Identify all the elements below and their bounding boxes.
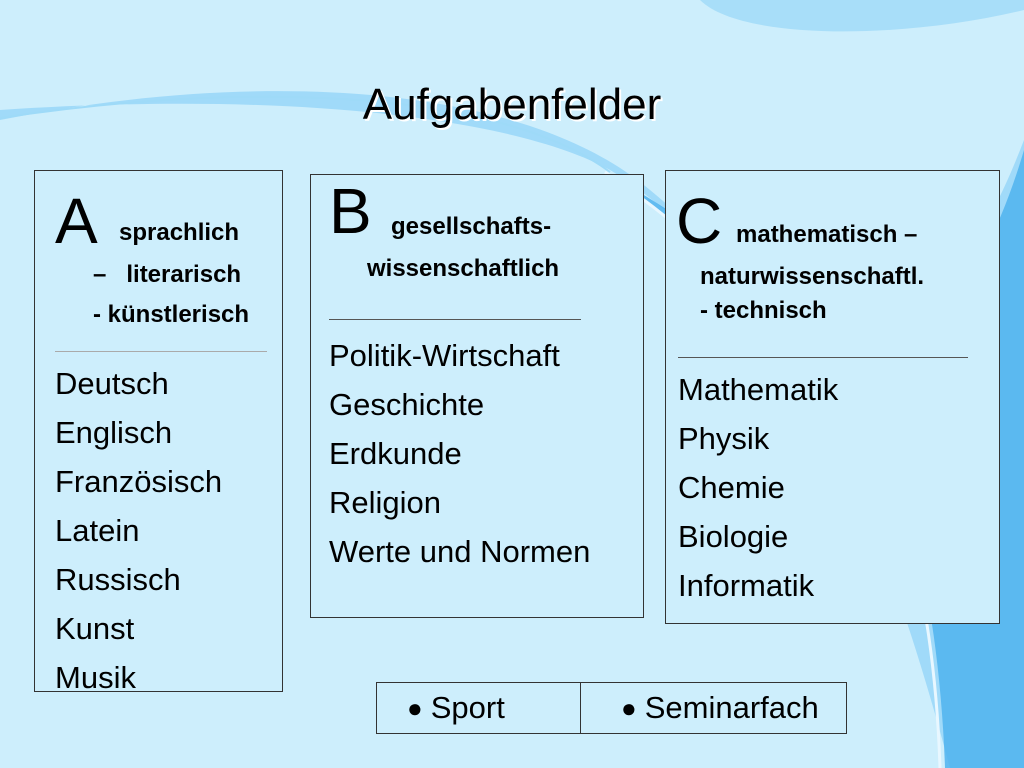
field-a-subtitle-2: – literarisch: [93, 261, 242, 288]
subject-politik-wirtschaft: Politik-Wirtschaft: [329, 338, 560, 373]
field-c-subtitle-1: mathematisch –: [736, 221, 918, 248]
subject-biologie: Biologie: [678, 519, 789, 554]
field-c-divider: [678, 357, 968, 358]
bullet-icon: ●: [621, 692, 637, 723]
subject-chemie: Chemie: [678, 470, 785, 505]
field-c-letter: C: [676, 185, 723, 257]
subject-mathematik: Mathematik: [678, 372, 839, 407]
extra-subjects-table: ● Sport ● Seminarfach: [376, 682, 847, 734]
sport-label: Sport: [430, 690, 505, 725]
field-b-divider: [329, 319, 581, 320]
subject-englisch: Englisch: [55, 415, 173, 450]
subject-kunst: Kunst: [55, 611, 135, 646]
subject-musik: Musik: [55, 660, 136, 695]
subject-geschichte: Geschichte: [329, 387, 485, 422]
field-a-box: A sprachlich – literarisch - künstlerisc…: [34, 170, 283, 695]
subject-physik: Physik: [678, 421, 770, 456]
bullet-icon: ●: [407, 692, 423, 723]
sport-cell: ● Sport: [377, 683, 581, 733]
subject-franzoesisch: Französisch: [55, 464, 223, 499]
field-b-box: B gesellschafts- wissenschaftlich Politi…: [310, 174, 644, 618]
subject-erdkunde: Erdkunde: [329, 436, 462, 471]
subject-religion: Religion: [329, 485, 442, 520]
field-b-subtitle-2: wissenschaftlich: [367, 255, 560, 282]
seminarfach-cell: ● Seminarfach: [581, 683, 846, 733]
field-b-letter: B: [329, 175, 372, 247]
subject-deutsch: Deutsch: [55, 366, 169, 401]
page-title: Aufgabenfelder: [362, 80, 662, 129]
field-c-subtitle-3: - technisch: [700, 297, 827, 324]
subject-russisch: Russisch: [55, 562, 181, 597]
field-b-subtitle-1: gesellschafts-: [391, 213, 552, 240]
field-a-divider: [55, 351, 267, 352]
subject-latein: Latein: [55, 513, 140, 548]
field-a-letter: A: [55, 185, 98, 257]
field-b-subject-list: Politik-Wirtschaft Geschichte Erdkunde R…: [329, 331, 590, 576]
field-a-subject-list: Deutsch Englisch Französisch Latein Russ…: [55, 359, 222, 702]
field-c-box: C mathematisch – naturwissenschaftl. - t…: [665, 170, 1000, 624]
field-c-subject-list: Mathematik Physik Chemie Biologie Inform…: [678, 365, 838, 610]
field-a-subtitle-1: sprachlich: [119, 219, 240, 246]
field-c-subtitle-2: naturwissenschaftl.: [700, 263, 925, 290]
field-a-subtitle-3: - künstlerisch: [93, 301, 250, 328]
seminarfach-label: Seminarfach: [644, 690, 819, 725]
subject-informatik: Informatik: [678, 568, 815, 603]
subject-werte-und-normen: Werte und Normen: [329, 534, 591, 569]
